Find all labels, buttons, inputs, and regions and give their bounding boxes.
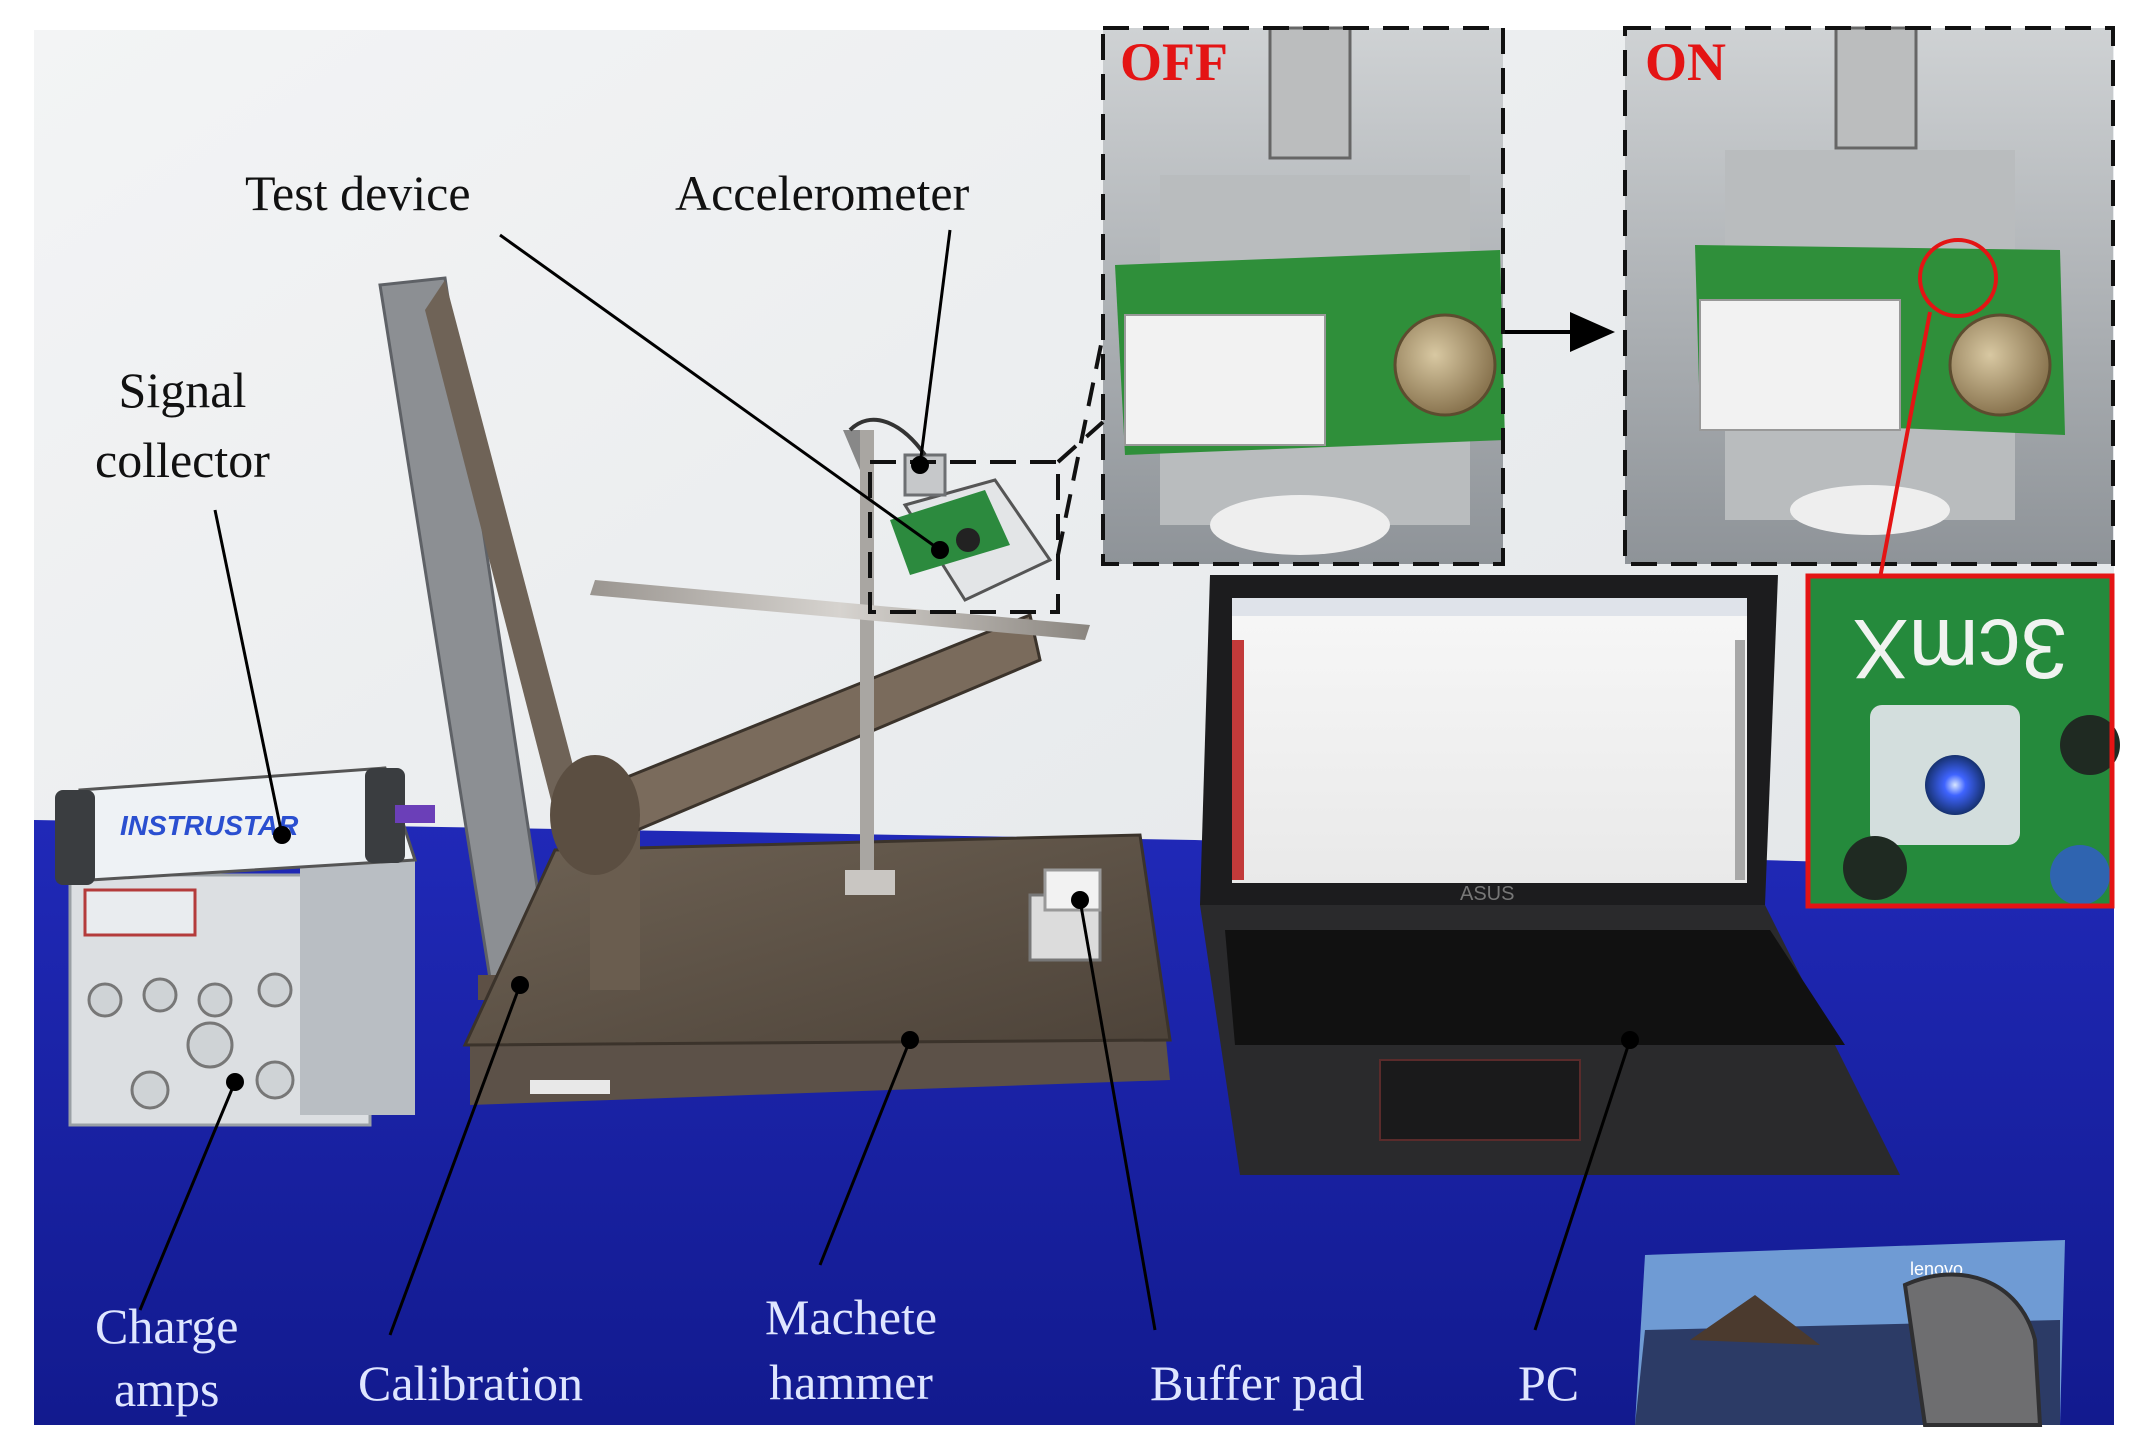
led-icon	[1925, 755, 1985, 815]
charge-amplifier	[68, 860, 415, 1127]
device-dashed-region	[868, 460, 1060, 614]
led-zoom-callout: 3cmX	[1805, 573, 2120, 909]
test-device	[890, 478, 1053, 602]
label-accelerometer: Accelerometer	[675, 165, 970, 221]
label-machete-hammer-line1: Machete	[765, 1289, 938, 1345]
label-signal-collector-line1: Signal	[118, 362, 247, 418]
label-buffer-pad: Buffer pad	[1150, 1355, 1365, 1411]
led-highlight-circle	[1918, 238, 1998, 318]
label-signal-collector-line2: collector	[95, 432, 270, 488]
off-state-label: OFF	[1120, 32, 1228, 92]
inset-off: OFF	[1101, 26, 1505, 566]
pcb-silkscreen-text: 3cmX	[1853, 602, 2068, 696]
support-stand	[590, 430, 1090, 895]
laptop-pc: ASUS	[1200, 575, 1900, 1175]
base-plate	[470, 1030, 1170, 1105]
label-machete-hammer: Machete hammer	[765, 1285, 937, 1415]
inset-on: ON	[1623, 26, 2115, 566]
off-to-on-arrow	[1505, 312, 1615, 352]
collector-brand-text: INSTRUSTAR	[120, 810, 299, 841]
mouse	[1902, 1272, 2043, 1427]
label-test-device: Test device	[245, 165, 471, 221]
on-state-label: ON	[1645, 32, 1726, 92]
signal-collector: INSTRUSTAR	[55, 766, 435, 885]
label-charge-amps-line2: amps	[113, 1360, 220, 1417]
label-charge-amps-line1: Charge	[95, 1298, 239, 1354]
callout-leader-line	[1878, 311, 1932, 579]
label-machete-hammer-line2: hammer	[769, 1354, 933, 1410]
label-calibration: Calibration	[358, 1355, 583, 1411]
accelerometer	[848, 417, 947, 497]
laptop-brand-text: ASUS	[1460, 883, 1514, 905]
machete-hammer	[550, 612, 1042, 990]
label-pc: PC	[1518, 1355, 1580, 1411]
leader-lines	[138, 229, 1639, 1336]
label-charge-amps: Charge amps	[95, 1295, 238, 1420]
label-signal-collector: Signal collector	[95, 355, 270, 495]
